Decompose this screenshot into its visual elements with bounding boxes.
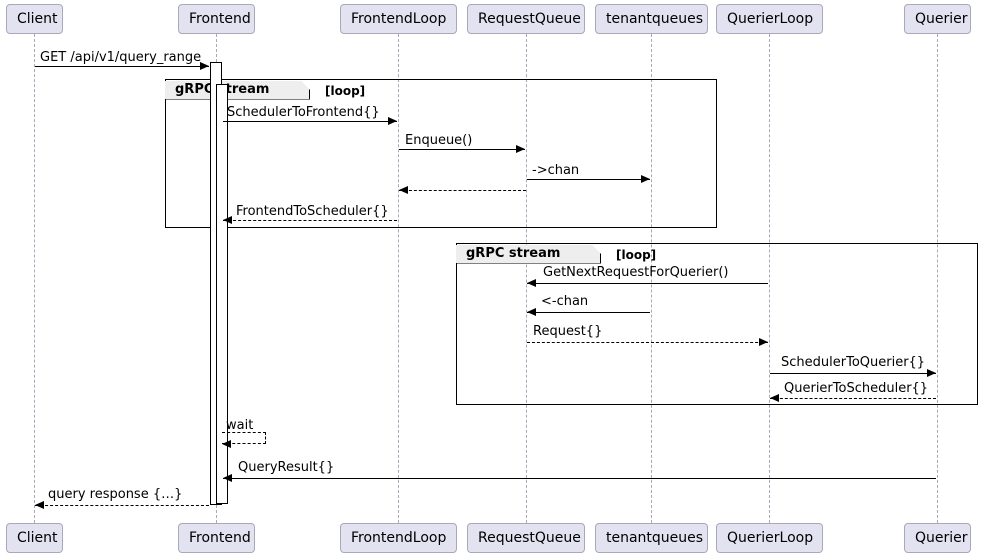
message-arrowhead-m9 [759, 338, 768, 346]
message-label-m1: GET /api/v1/query_range [40, 50, 202, 65]
fragment-operator-grpc-stream-frontend: [loop] [325, 84, 366, 98]
message-arrowhead-m11 [770, 394, 779, 402]
message-arrowhead-m10 [927, 369, 936, 377]
participant-top-frontendloop[interactable]: FrontendLoop [340, 4, 457, 34]
message-arrowhead-m3 [516, 145, 525, 153]
participant-top-tenantqueues[interactable]: tenantqueues [595, 4, 708, 34]
message-line-m4 [527, 179, 650, 180]
message-label-m9: Request{} [533, 324, 603, 339]
self-message-self-wait [222, 432, 266, 444]
fragment-grpc-stream-querier [456, 243, 978, 405]
message-label-m4: ->chan [532, 163, 580, 178]
fragment-grpc-stream-frontend [165, 79, 717, 228]
participant-top-client[interactable]: Client [6, 4, 63, 34]
lifeline-frontendloop [398, 34, 399, 523]
lifeline-tenantqueues [651, 34, 652, 523]
message-arrowhead-m6 [223, 216, 232, 224]
message-arrowhead-m7 [527, 279, 536, 287]
message-label-m12: QueryResult{} [238, 460, 335, 475]
message-line-m8 [527, 312, 650, 313]
message-line-m10 [770, 373, 936, 374]
participant-bottom-client[interactable]: Client [6, 523, 63, 553]
fragment-operator-grpc-stream-querier: [loop] [616, 248, 657, 262]
participant-bottom-requestqueue[interactable]: RequestQueue [467, 523, 585, 553]
lifeline-requestqueue [526, 34, 527, 523]
message-line-m11 [770, 398, 936, 399]
message-line-m12 [223, 478, 936, 479]
message-line-m1 [35, 66, 209, 67]
participant-bottom-querier[interactable]: Querier [904, 523, 971, 553]
message-line-m6 [223, 220, 397, 221]
lifeline-querier [937, 34, 938, 523]
participant-bottom-frontend[interactable]: Frontend [178, 523, 255, 553]
message-line-m13 [35, 505, 209, 506]
self-message-arrowhead-self-wait [222, 440, 231, 448]
participant-bottom-tenantqueues[interactable]: tenantqueues [595, 523, 708, 553]
lifeline-querierloop [769, 34, 770, 523]
message-arrowhead-m1 [200, 62, 209, 70]
fragment-tab-grpc-stream-frontend: gRPC stream [165, 81, 310, 100]
message-line-m2 [223, 121, 397, 122]
message-line-m5 [399, 190, 526, 191]
message-arrowhead-m2 [388, 117, 397, 125]
message-label-m3: Enqueue() [405, 133, 473, 148]
self-message-label-self-wait: wait [226, 418, 254, 433]
message-arrowhead-m4 [641, 175, 650, 183]
participant-bottom-querierloop[interactable]: QuerierLoop [716, 523, 823, 553]
participant-top-querier[interactable]: Querier [904, 4, 971, 34]
participant-bottom-frontendloop[interactable]: FrontendLoop [340, 523, 457, 553]
message-label-m11: QuerierToScheduler{} [784, 381, 929, 396]
participant-top-frontend[interactable]: Frontend [178, 4, 255, 34]
participant-top-requestqueue[interactable]: RequestQueue [467, 4, 585, 34]
frontend-activation-2 [216, 84, 228, 504]
fragment-tab-grpc-stream-querier: gRPC stream [456, 245, 601, 264]
message-arrowhead-m5 [399, 186, 408, 194]
message-label-m8: <-chan [541, 294, 589, 309]
message-line-m7 [527, 283, 768, 284]
message-label-m7: GetNextRequestForQuerier() [543, 265, 729, 280]
message-line-m3 [399, 149, 525, 150]
lifeline-client [34, 34, 35, 523]
message-label-m2: SchedulerToFrontend{} [227, 105, 380, 120]
message-arrowhead-m8 [527, 308, 536, 316]
message-arrowhead-m12 [223, 474, 232, 482]
message-label-m13: query response {…} [48, 487, 183, 502]
message-label-m6: FrontendToScheduler{} [236, 204, 389, 219]
message-line-m9 [527, 342, 768, 343]
message-arrowhead-m13 [35, 501, 44, 509]
message-label-m10: SchedulerToQuerier{} [781, 355, 926, 370]
participant-top-querierloop[interactable]: QuerierLoop [716, 4, 823, 34]
